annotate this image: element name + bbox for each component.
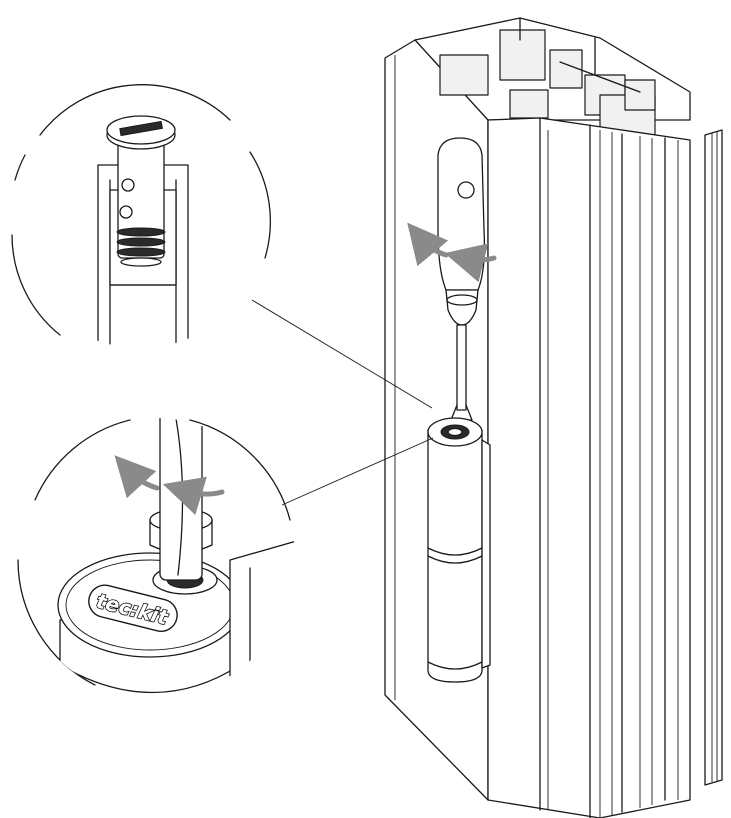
- profile-cross-section: [414, 17, 691, 136]
- rotate-arrow-icon: [407, 222, 497, 283]
- detail-view-adjust-bottom: tec:kit: [17, 418, 295, 698]
- frame-profile-front: [487, 117, 691, 818]
- window-frame-profile: [384, 17, 723, 818]
- hinge-pin-icon: [427, 417, 491, 683]
- leader-line-top: [251, 299, 433, 409]
- frame-outer-rail: [704, 129, 723, 786]
- detail-view-pin-top: [11, 84, 272, 348]
- leader-line-bottom: [281, 437, 434, 506]
